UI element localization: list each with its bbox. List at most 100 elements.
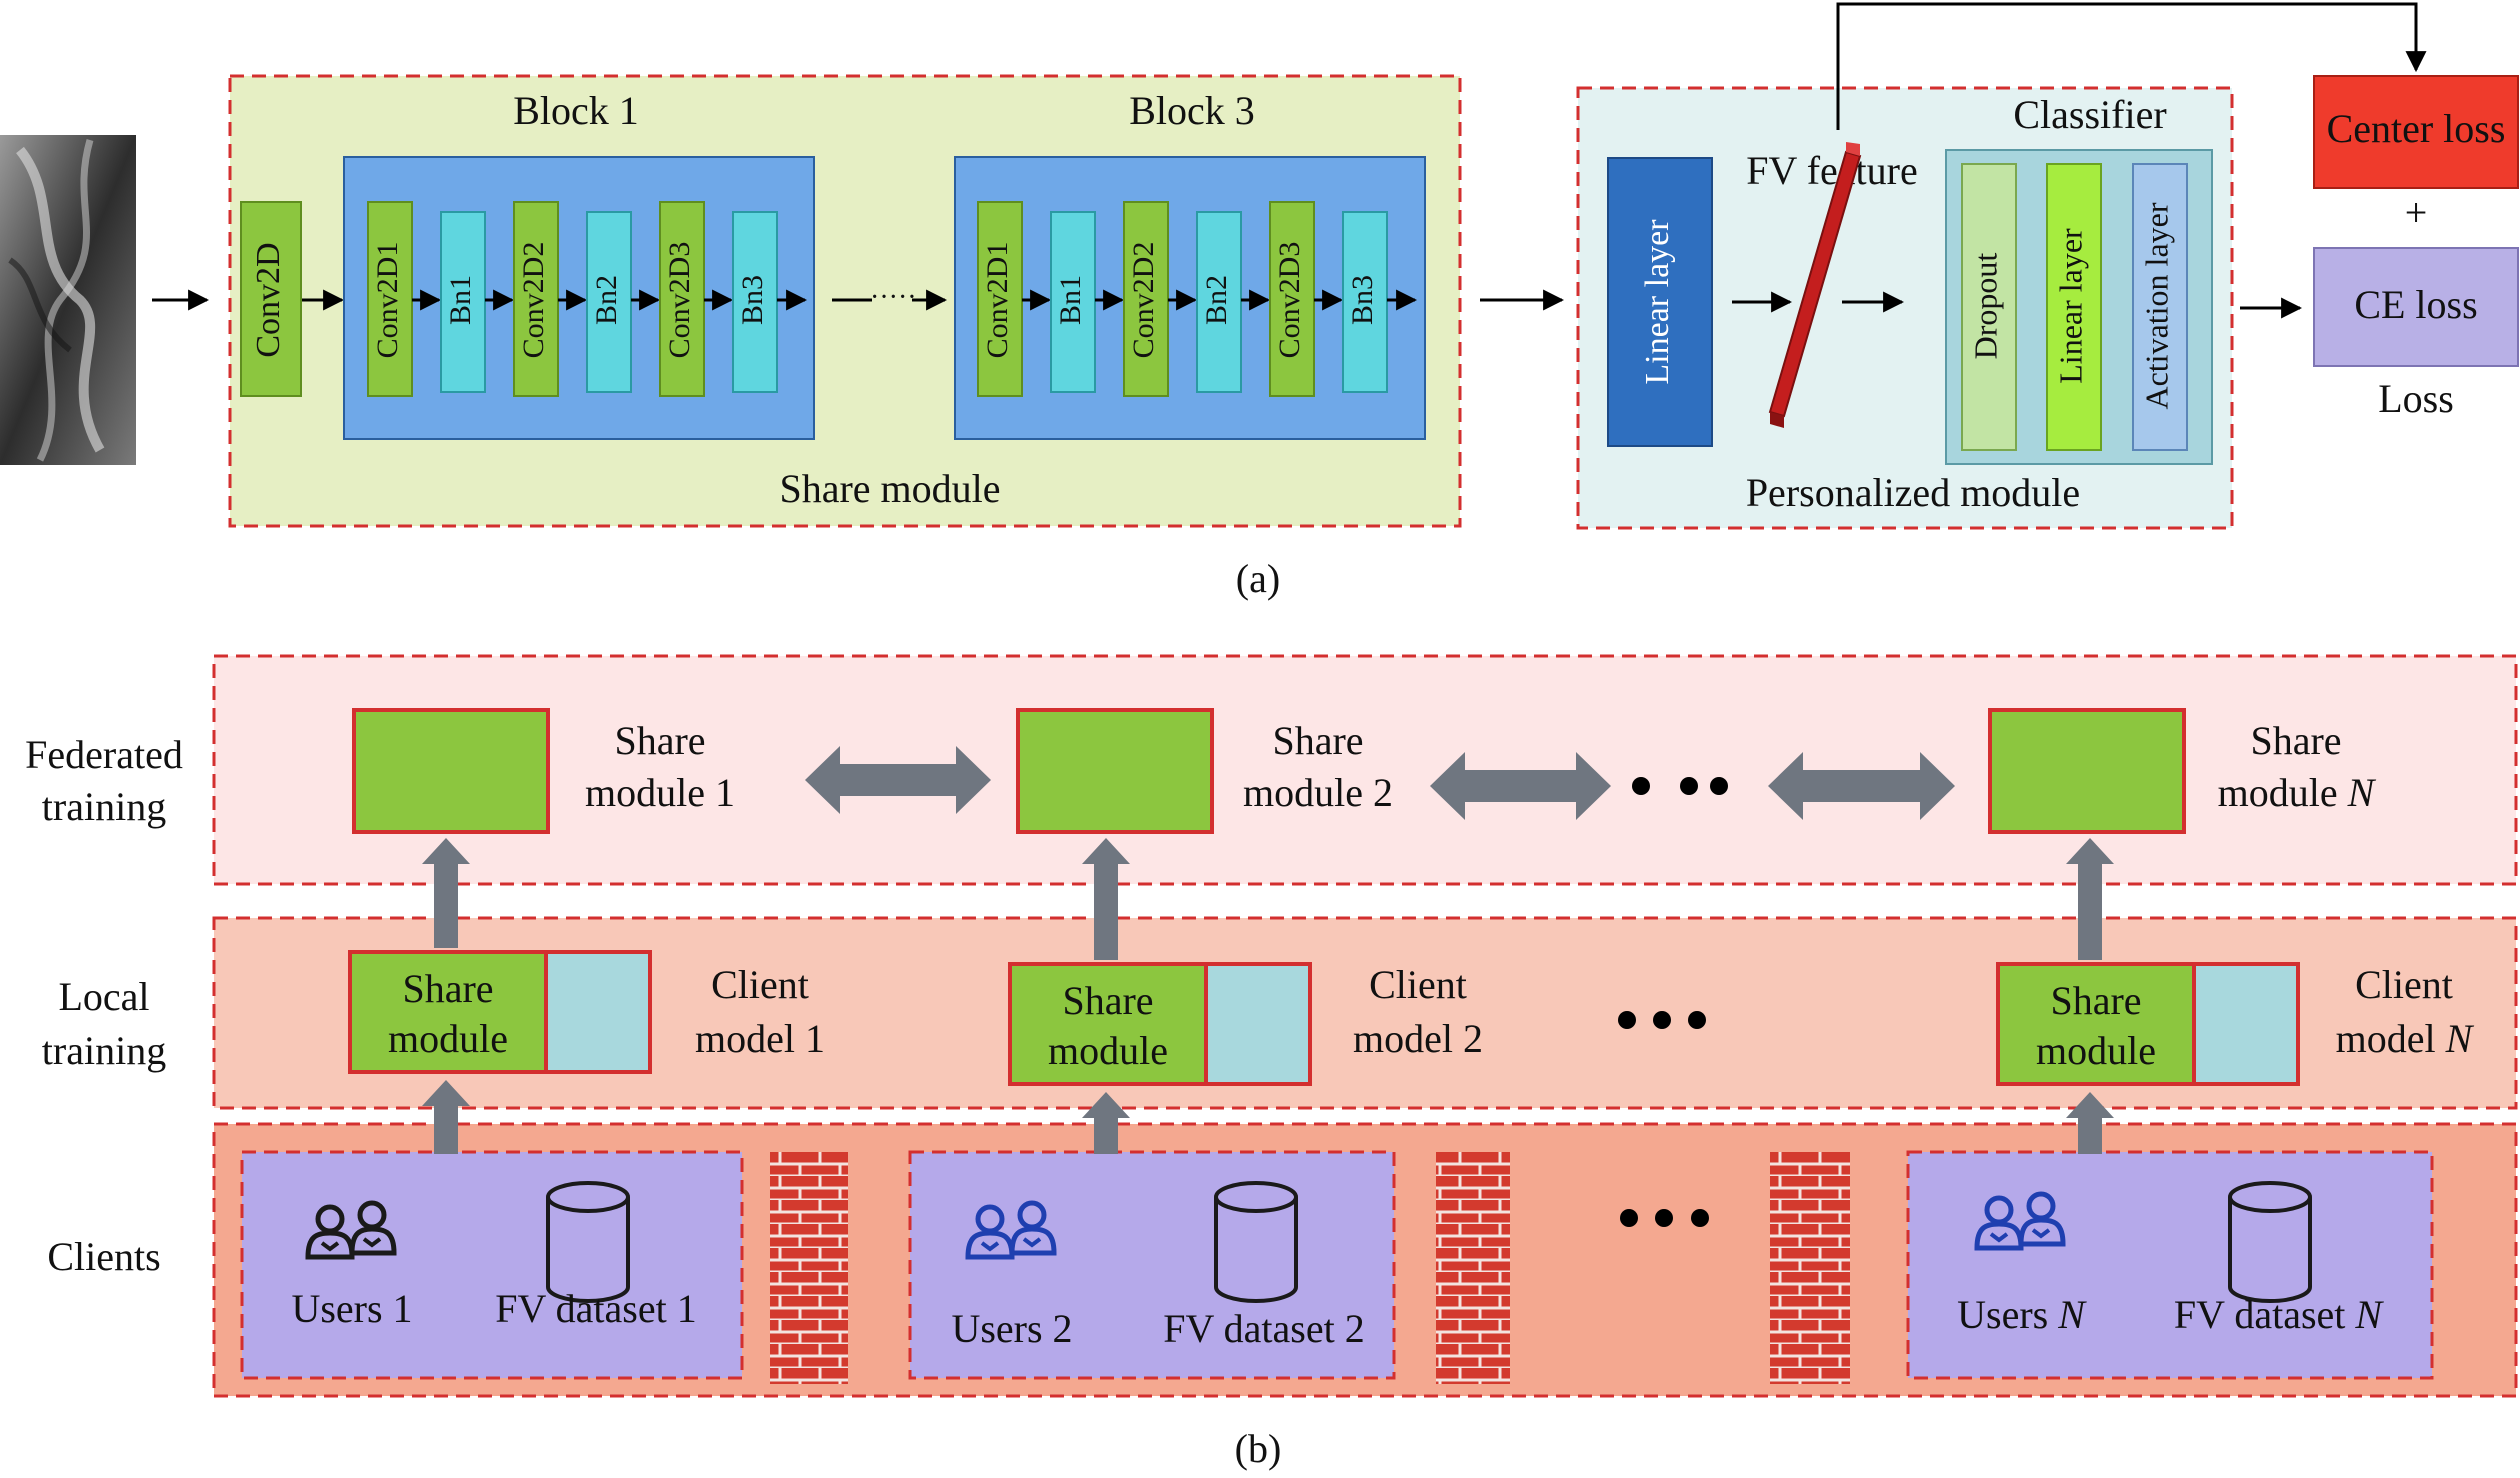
upload-arrow	[1082, 838, 1130, 960]
linear-layer	[1607, 157, 1713, 447]
classifier-layer-linear-layer	[2046, 163, 2102, 451]
firewall-icon	[1436, 1152, 1510, 1384]
share-module-label: Share module	[779, 466, 1000, 511]
classifier-layers: Dropout Linear layer Activation layer	[1961, 163, 2188, 451]
classifier-layer-dropout	[1961, 163, 2017, 451]
plus-sign: +	[2405, 190, 2428, 235]
share-module-index-label: module N	[2218, 770, 2377, 815]
federated-share-modules: Share module 1 Share module 2 Share module N	[352, 708, 2377, 834]
caption-b: (b)	[1235, 1426, 1282, 1471]
client-share-text: module	[1048, 1028, 1168, 1073]
dataset-label: FV dataset N	[2174, 1292, 2384, 1337]
block3-layer-label: Bn2	[1200, 275, 1233, 325]
dataset-label: FV dataset 2	[1163, 1306, 1364, 1351]
client-model-title: Client	[2355, 962, 2453, 1007]
upload-arrow	[1082, 1092, 1130, 1154]
fv-feature-bar-icon	[1768, 142, 1862, 428]
client-personalized-part	[1204, 962, 1312, 1086]
client-personalized-part	[2192, 962, 2300, 1086]
conv2d-label: Conv2D	[250, 242, 287, 357]
local-client-models: Share module Client model 1 Share module Clien…	[348, 838, 2475, 1086]
firewall-icon	[1770, 1152, 1850, 1384]
classifier-layer-label: Linear layer	[2052, 228, 2088, 384]
share-module-title: Share	[1272, 718, 1363, 763]
client-share-text: module	[388, 1016, 508, 1061]
block3-layer-label: Conv2D2	[1127, 242, 1160, 359]
client-box-1	[240, 1150, 744, 1380]
local-label-2: training	[42, 1028, 166, 1073]
block3-layer-bn2	[1196, 211, 1242, 393]
federated-label-2: training	[42, 784, 166, 829]
block1-layer-label: Conv2D1	[371, 242, 404, 359]
client-model-index-label: model N	[2336, 1016, 2475, 1061]
personalized-module-label: Personalized module	[1746, 470, 2080, 515]
client-model-index-label: model 2	[1353, 1016, 1483, 1061]
client-boxes: Users 1 FV dataset 1 Users 2 FV dataset 2 Us…	[240, 1080, 2434, 1380]
block1-layer-label: Conv2D3	[663, 242, 696, 359]
ce-loss-box	[2313, 247, 2519, 367]
local-label-1: Local	[58, 974, 149, 1019]
classifier-layer-label: Dropout	[1967, 253, 2003, 360]
federated-label-1: Federated	[25, 732, 183, 777]
users-label: Users 1	[291, 1286, 412, 1331]
block1-title: Block 1	[513, 88, 639, 133]
block3-layer-bn1	[1050, 211, 1096, 393]
users-label: Users N	[1957, 1292, 2087, 1337]
classifier-layer-activation-layer	[2132, 163, 2188, 451]
finger-vein-image	[0, 135, 136, 465]
block1-layer-label: Bn3	[736, 275, 769, 325]
block3-layer-conv2d2	[1123, 201, 1169, 397]
block1-layer-label: Conv2D2	[517, 242, 550, 359]
conv2d-layer	[240, 201, 302, 397]
share-module-index-label: module 2	[1243, 770, 1393, 815]
block3-layer-conv2d3	[1269, 201, 1315, 397]
client-personalized-part	[544, 950, 652, 1074]
client-share-text: module	[2036, 1028, 2156, 1073]
client-share-text: Share	[1062, 978, 1153, 1023]
linear-layer-label: Linear layer	[1639, 219, 1676, 385]
center-loss-box	[2313, 75, 2519, 189]
share-module-title: Share	[614, 718, 705, 763]
client-box-2	[908, 1150, 1396, 1380]
clients-label: Clients	[47, 1234, 160, 1279]
block3-layer-label: Conv2D3	[1273, 242, 1306, 359]
caption-a: (a)	[1236, 556, 1280, 601]
client-model-index-label: model 1	[695, 1016, 825, 1061]
exchange-arrow-1	[805, 746, 991, 814]
client-share-text: Share	[2050, 978, 2141, 1023]
center-loss-label: Center loss	[2327, 106, 2506, 151]
client-share-text: Share	[402, 966, 493, 1011]
client-model-title: Client	[711, 962, 809, 1007]
loss-label: Loss	[2378, 376, 2454, 421]
block3-layer-label: Bn1	[1054, 275, 1087, 325]
classifier-title: Classifier	[2013, 92, 2166, 137]
firewall-icon	[770, 1152, 848, 1384]
block1-layer-bn3	[732, 211, 778, 393]
block1-layer-label: Bn2	[590, 275, 623, 325]
fv-feature-label: FV feature	[1746, 148, 1917, 193]
exchange-arrows	[805, 746, 1955, 820]
client-box-N	[1906, 1150, 2434, 1380]
upload-arrow	[2066, 838, 2114, 960]
dataset-label: FV dataset 1	[495, 1286, 696, 1331]
block-ellipsis: ·····	[870, 282, 917, 313]
upload-arrow	[422, 1080, 470, 1154]
exchange-arrow-2	[1430, 752, 1611, 820]
users-label: Users 2	[951, 1306, 1072, 1351]
classifier-layer-label: Activation layer	[2138, 202, 2174, 409]
share-module-box-1	[352, 708, 550, 834]
share-module-title: Share	[2250, 718, 2341, 763]
client-model-title: Client	[1369, 962, 1467, 1007]
block3-layer-label: Conv2D1	[981, 242, 1014, 359]
block1-layer-conv2d3	[659, 201, 705, 397]
share-module-box-2	[1016, 708, 1214, 834]
share-module-index-label: module 1	[585, 770, 735, 815]
ellipsis-dots	[1618, 777, 1728, 1227]
block3-layer-label: Bn3	[1346, 275, 1379, 325]
block3-title: Block 3	[1129, 88, 1255, 133]
part-b: Federated training Local training Client…	[25, 654, 2518, 1471]
block3-layer-bn3	[1342, 211, 1388, 393]
client-share-part	[348, 950, 548, 1074]
part-a: Conv2D Block 1 Conv2D1 Bn1 Conv2D2 Bn2 Conv2…	[0, 2, 2519, 601]
upload-arrow	[2066, 1092, 2114, 1154]
